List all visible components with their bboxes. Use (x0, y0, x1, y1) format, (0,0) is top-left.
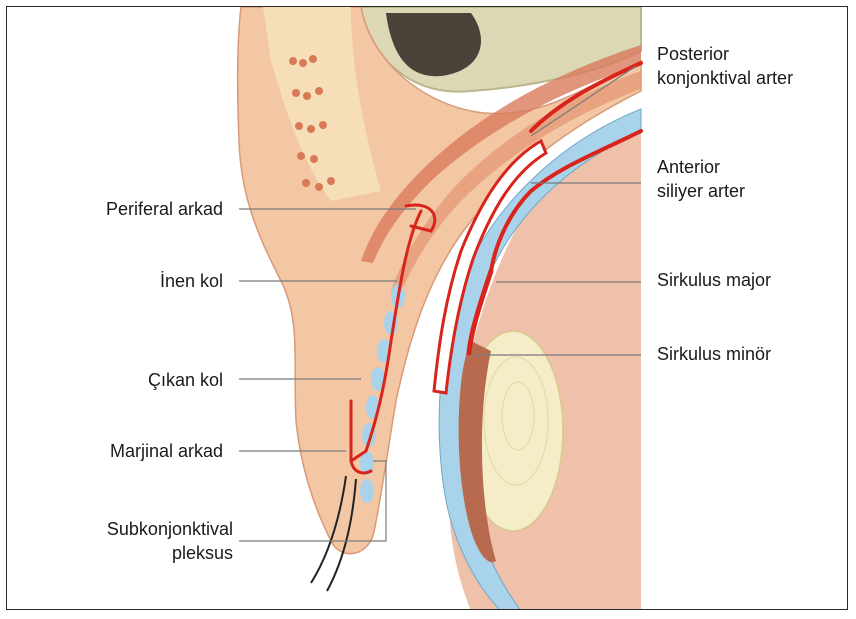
label-posterior-line1: Posterior (657, 43, 729, 66)
label-subconjunctival-line1: Subkonjonktival (27, 518, 233, 541)
label-anterior-line2: siliyer arter (657, 180, 745, 203)
diagram-frame: Periferal arkad İnen kol Çıkan kol Marji… (6, 6, 848, 610)
label-descending-branch: İnen kol (27, 270, 223, 293)
label-ascending-branch: Çıkan kol (27, 369, 223, 392)
label-circulus-minor: Sirkulus minör (657, 343, 771, 366)
label-marginal-arcade: Marjinal arkad (27, 440, 223, 463)
label-peripheral-arcade: Periferal arkad (27, 198, 223, 221)
label-subconjunctival-line2: pleksus (27, 542, 233, 565)
label-posterior-line2: konjonktival arter (657, 67, 793, 90)
label-anterior-line1: Anterior (657, 156, 720, 179)
label-circulus-major: Sirkulus major (657, 269, 771, 292)
